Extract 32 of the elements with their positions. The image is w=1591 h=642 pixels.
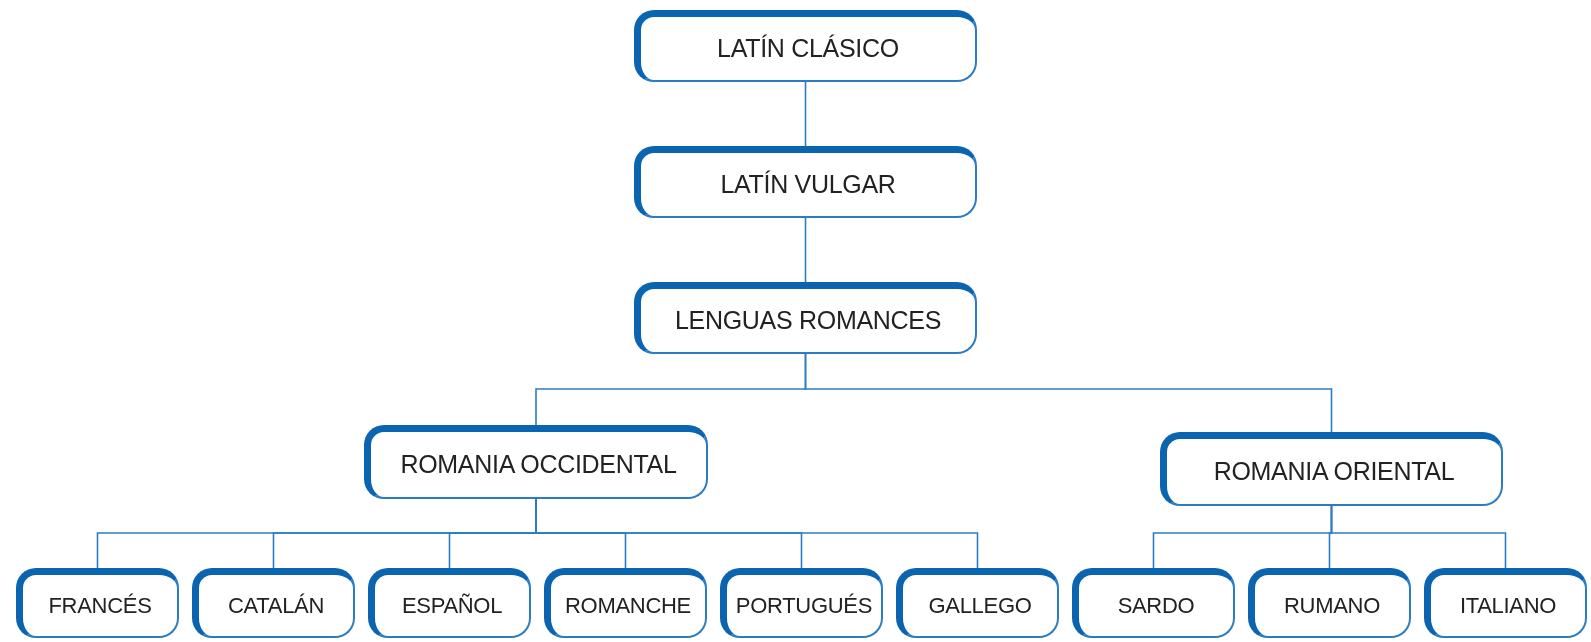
language-box bbox=[720, 568, 883, 638]
language-name: FRANCÉS bbox=[48, 592, 152, 619]
language-name: ROMANIA OCCIDENTAL bbox=[400, 450, 677, 479]
language-box bbox=[896, 568, 1059, 638]
language-name: RUMANO bbox=[1284, 592, 1380, 619]
connector-line bbox=[1330, 505, 1507, 569]
language-box bbox=[368, 568, 531, 638]
language-box bbox=[634, 146, 977, 218]
language-box bbox=[1160, 432, 1503, 506]
language-name: GALLEGO bbox=[928, 592, 1032, 619]
language-box bbox=[364, 425, 708, 499]
language-name: LENGUAS ROMANCES bbox=[674, 306, 942, 335]
language-name: ITALIANO bbox=[1459, 592, 1557, 619]
language-box bbox=[192, 568, 355, 638]
language-name: LATÍN CLÁSICO bbox=[717, 34, 899, 63]
language-box bbox=[1248, 568, 1411, 638]
language-name: CATALÁN bbox=[227, 592, 325, 619]
language-name: PORTUGUÉS bbox=[735, 592, 873, 619]
language-name: ROMANIA ORIENTAL bbox=[1213, 457, 1455, 486]
language-name: ROMANCHE bbox=[565, 592, 691, 619]
connector-line bbox=[804, 217, 807, 283]
language-box bbox=[1072, 568, 1235, 638]
language-box bbox=[634, 282, 977, 354]
language-box bbox=[544, 568, 707, 638]
language-box bbox=[1424, 568, 1587, 638]
language-box bbox=[16, 568, 179, 638]
connector-line bbox=[804, 81, 807, 147]
language-name: LATÍN VULGAR bbox=[720, 170, 896, 199]
language-name: ESPAÑOL bbox=[401, 592, 503, 619]
language-name: SARDO bbox=[1117, 592, 1195, 619]
language-box bbox=[634, 10, 977, 82]
connector-line bbox=[804, 353, 1333, 433]
